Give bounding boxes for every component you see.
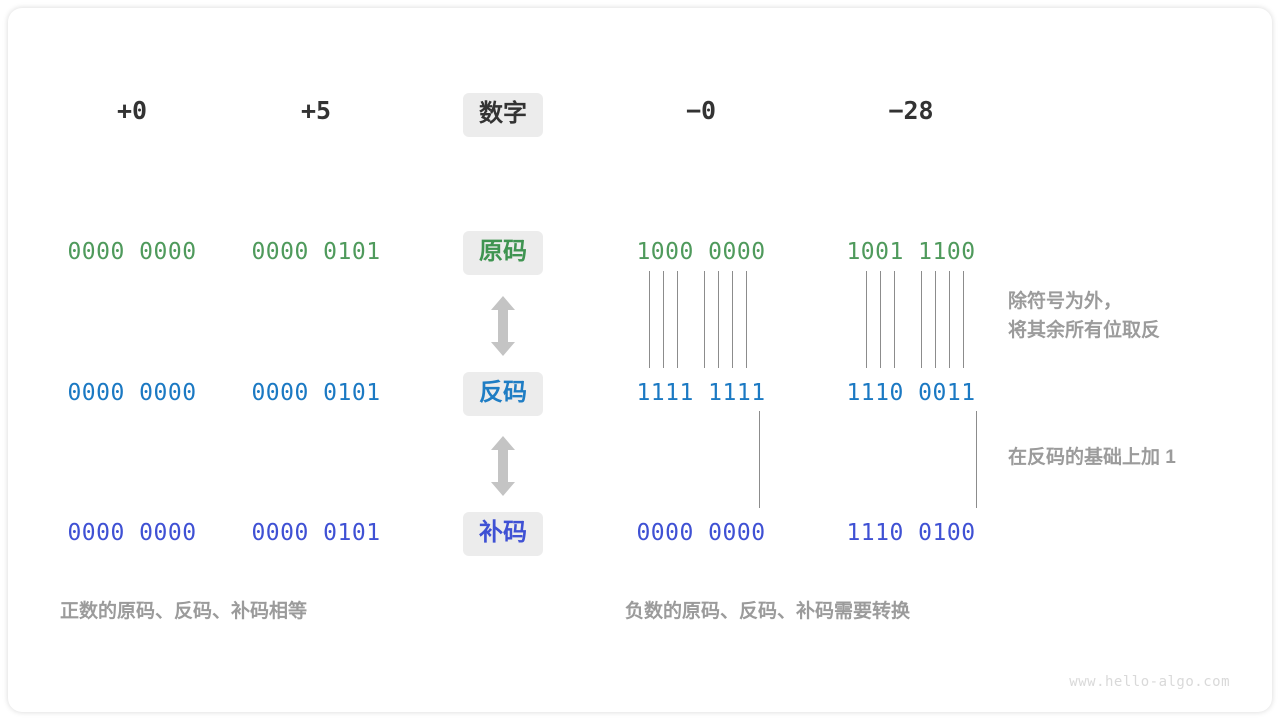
connector-line-invert-neg28-bit5 <box>921 271 922 368</box>
header-label-minus-zero: −0 <box>685 96 717 125</box>
bits-twos-complement-minus-twentyeight: 1110 0100 <box>846 520 976 546</box>
row-chip-true-form: 原码 <box>463 231 543 275</box>
annotation-invert-bits-line2: 将其余所有位取反 <box>1008 320 1161 342</box>
connector-line-addone-neg28 <box>976 411 977 508</box>
header-chip-number: 数字 <box>463 93 543 137</box>
header-label-plus-zero: +0 <box>116 96 148 125</box>
row-chip-ones-complement: 反码 <box>463 372 543 416</box>
caption-negative-convert: 负数的原码、反码、补码需要转换 <box>625 601 911 622</box>
bits-twos-complement-plus-zero: 0000 0000 <box>67 520 197 546</box>
connector-line-invert-neg28-bit3 <box>880 271 881 368</box>
connector-line-invert-neg0-bit5 <box>704 271 705 368</box>
site-watermark: www.hello-algo.com <box>1069 674 1230 690</box>
connector-line-invert-neg0-bit7 <box>732 271 733 368</box>
connector-line-invert-neg0-bit2 <box>649 271 650 368</box>
connector-line-invert-neg28-bit2 <box>866 271 867 368</box>
connector-line-invert-neg28-bit8 <box>963 271 964 368</box>
connector-line-invert-neg0-bit4 <box>677 271 678 368</box>
connector-line-invert-neg28-bit7 <box>949 271 950 368</box>
bits-true-form-minus-twentyeight: 1001 1100 <box>846 239 976 265</box>
bits-ones-complement-minus-twentyeight: 1110 0011 <box>846 380 976 406</box>
bits-ones-complement-plus-zero: 0000 0000 <box>67 380 197 406</box>
bits-true-form-plus-five: 0000 0101 <box>251 239 381 265</box>
annotation-add-one: 在反码的基础上加 1 <box>1008 443 1176 472</box>
row-chip-twos-complement: 补码 <box>463 512 543 556</box>
annotation-add-one-line1: 在反码的基础上加 1 <box>1008 447 1176 468</box>
header-label-minus-twentyeight: −28 <box>888 96 934 125</box>
connector-line-invert-neg0-bit6 <box>718 271 719 368</box>
connector-line-invert-neg28-bit4 <box>894 271 895 368</box>
bits-twos-complement-plus-five: 0000 0101 <box>251 520 381 546</box>
bits-true-form-plus-zero: 0000 0000 <box>67 239 197 265</box>
annotation-invert-bits: 除符号为外， 将其余所有位取反 <box>1008 287 1160 346</box>
connector-line-invert-neg0-bit8 <box>746 271 747 368</box>
connector-line-addone-neg0 <box>759 411 760 508</box>
arrow-up-down-icon-true-to-ones <box>489 296 517 361</box>
arrow-up-down-icon-ones-to-twos <box>489 436 517 501</box>
bits-ones-complement-plus-five: 0000 0101 <box>251 380 381 406</box>
connector-line-invert-neg0-bit3 <box>663 271 664 368</box>
bits-twos-complement-minus-zero: 0000 0000 <box>636 520 766 546</box>
connector-line-invert-neg28-bit6 <box>935 271 936 368</box>
bits-true-form-minus-zero: 1000 0000 <box>636 239 766 265</box>
annotation-invert-bits-line1: 除符号为外， <box>1008 291 1123 312</box>
header-label-plus-five: +5 <box>300 96 332 125</box>
caption-positive-equal: 正数的原码、反码、补码相等 <box>60 601 308 622</box>
bits-ones-complement-minus-zero: 1111 1111 <box>636 380 766 406</box>
diagram-canvas: +0 +5 数字 −0 −28 原码 0000 0000 0000 0101 1… <box>8 8 1272 712</box>
